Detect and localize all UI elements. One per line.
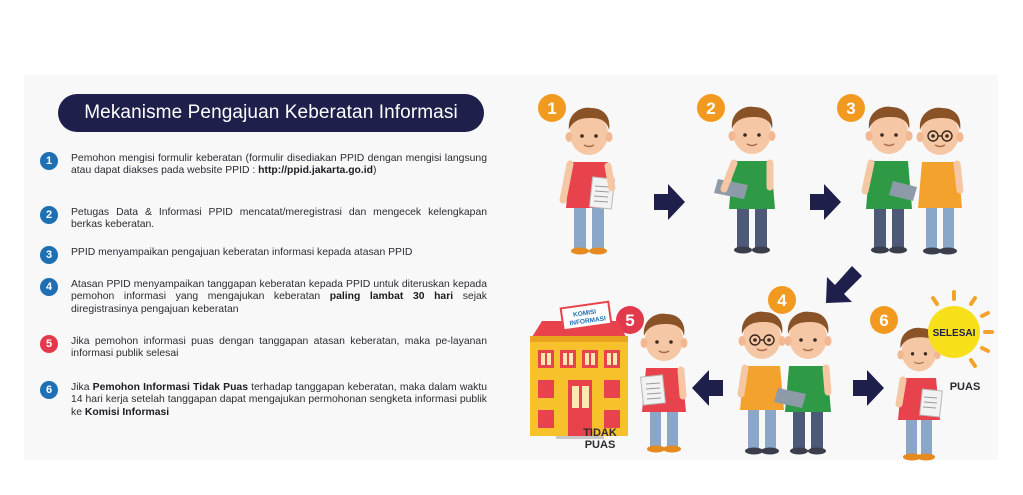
step-text: Petugas Data & Informasi PPID mencatat/m… [71,207,487,232]
svg-text:SELESAI: SELESAI [933,328,976,339]
svg-text:4: 4 [777,291,787,310]
badge-5: 5 [616,306,644,334]
step-text-bold: paling lambat 30 hari [329,291,454,303]
person-officer-talking [861,105,917,254]
step-text-bold: http://ppid.jakarta.go.id [258,165,374,177]
person-supervisor [915,106,965,255]
step-text-segment: sejak diregistrasinya pengajuan keberata… [71,291,487,315]
selesai-sun-badge: SELESAI [928,290,994,368]
badge-6: 6 [870,306,898,334]
person-applicant [559,106,616,255]
svg-text:5: 5 [625,311,634,330]
step-number-badge: 4 [40,278,58,296]
step-text-segment: terhadap tanggapan keberatan, maka dalam… [71,382,487,418]
arrow-right-icon [654,184,685,220]
arrow-right-icon [810,184,841,220]
step-text-segment: ) [373,165,377,177]
person-supervisor-response [737,310,787,455]
puas-label: PUAS [949,381,981,393]
person-applicant-satisfied [895,327,943,461]
svg-text:1: 1 [547,99,556,118]
step-text: Pemohon mengisi formulir keberatan (form… [71,153,487,178]
step-text: PPID menyampaikan pengajuan keberatan in… [71,247,487,259]
person-applicant-unsatisfied [639,312,689,453]
building-sign-line1: KOMISI [573,309,597,319]
person-officer-laptop [714,105,777,254]
komisi-informasi-building [530,300,628,439]
step-text: Jika Pemohon Informasi Tidak Puas terhad… [71,382,487,419]
step-text-bold: Komisi Informasi [84,406,170,418]
step-text-bold: Pemohon Informasi Tidak Puas [92,382,248,393]
step-number-badge: 6 [40,381,58,399]
step-text-segment: Jika pemohon informasi puas dengan tangg… [71,336,487,360]
person-officer-response [774,310,833,455]
step-number-badge: 5 [40,335,58,353]
arrow-down-left-icon [826,266,862,303]
badge-1: 1 [538,94,566,122]
step-number-badge: 2 [40,206,58,224]
badge-3: 3 [837,94,865,122]
svg-text:6: 6 [879,311,888,330]
step-text-segment: Atasan PPID menyampaikan tanggapan keber… [71,279,487,303]
content-panel [24,75,998,460]
arrow-right-icon [853,370,884,406]
step-number-badge: 3 [40,246,58,264]
step-text-segment: Petugas Data & Informasi PPID mencatat/m… [71,207,487,231]
svg-text:2: 2 [706,99,715,118]
arrow-left-icon [692,370,723,406]
svg-text:3: 3 [846,99,855,118]
step-text: Jika pemohon informasi puas dengan tangg… [71,336,487,361]
step-number-badge: 1 [40,152,58,170]
step-text: Atasan PPID menyampaikan tanggapan keber… [71,279,487,316]
badge-2: 2 [697,94,725,122]
step-text-segment: Jika [71,382,93,393]
step-text-segment: PPID menyampaikan pengajuan keberatan in… [71,247,413,258]
step-text-segment: Pemohon mengisi formulir keberatan (form… [71,153,487,177]
badge-4: 4 [768,286,796,314]
page-title: Mekanisme Pengajuan Keberatan Informasi [58,94,484,132]
tidak-puas-label: TIDAK PUAS [583,427,617,451]
